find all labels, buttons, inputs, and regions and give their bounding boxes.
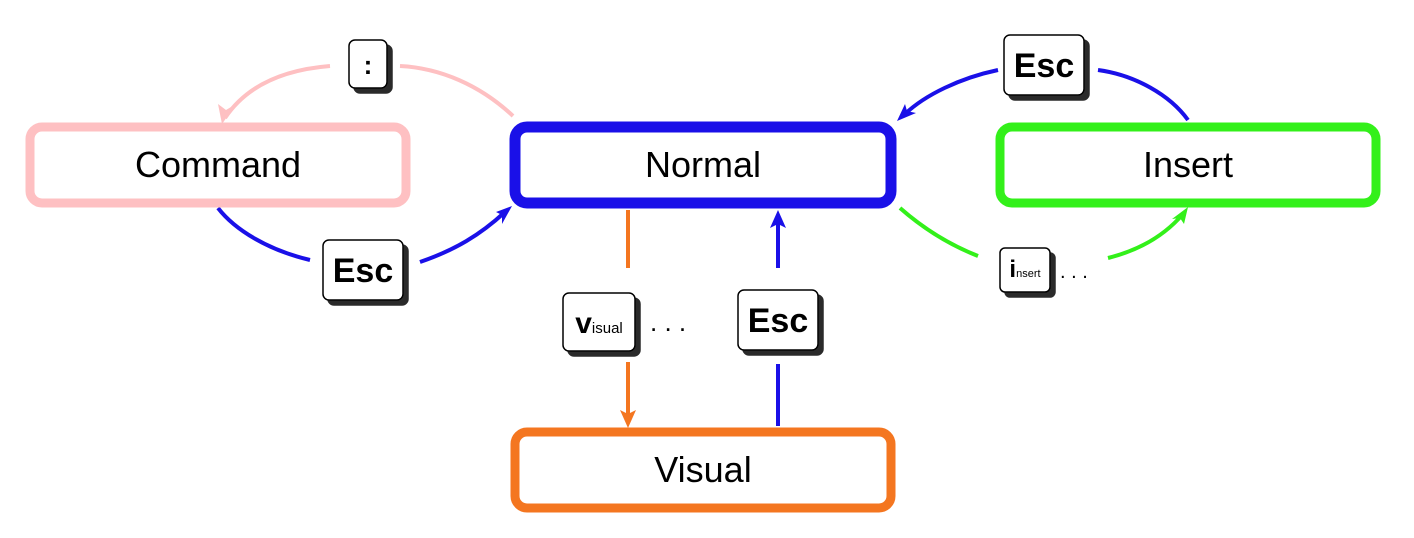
key-insert-label: insert (1009, 256, 1040, 283)
arrowhead-insert (1172, 207, 1188, 224)
key-insert: insert (999, 247, 1051, 293)
key-esc-command: Esc (322, 239, 404, 301)
edge-normal-to-command-tail (223, 64, 331, 120)
edge-insert-to-normal-head (903, 68, 999, 116)
state-visual-box (510, 427, 896, 513)
arrowhead-normal-from-command (496, 206, 512, 224)
key-esc-command-label: Esc (333, 252, 394, 290)
arrowhead-visual (620, 410, 636, 428)
key-colon-cap (348, 39, 388, 89)
key-colon-label: : (364, 50, 373, 80)
edge-command-to-normal-head (216, 206, 311, 262)
state-normal: Normal (509, 121, 897, 209)
state-insert-label: Insert (1143, 144, 1233, 185)
key-visual-cap (562, 292, 636, 352)
edge-command-to-normal-tail (419, 210, 507, 264)
key-visual-sub: isual (592, 320, 623, 337)
state-visual-label: Visual (654, 449, 751, 490)
key-insert-cap (999, 247, 1051, 293)
edge-normal-to-command (399, 64, 515, 118)
key-insert-main: i (1009, 256, 1016, 283)
key-visual-label: visual (575, 307, 623, 340)
key-esc-insert-label: Esc (1014, 47, 1075, 85)
key-esc-visual-cap (737, 289, 819, 351)
visual-dots: . . . (650, 307, 686, 337)
state-command: Command (25, 122, 411, 208)
insert-dots: . . . (1060, 261, 1088, 283)
arrowhead-command (218, 104, 236, 124)
edge-insert-to-normal-tail (1097, 68, 1190, 122)
state-normal-box (509, 121, 897, 209)
key-colon: : (348, 39, 388, 89)
key-visual: visual (562, 292, 636, 352)
key-esc-visual: Esc (737, 289, 819, 351)
key-esc-insert: Esc (1003, 34, 1085, 96)
state-command-label: Command (135, 144, 301, 185)
key-visual-main: v (575, 307, 592, 340)
key-esc-insert-cap (1003, 34, 1085, 96)
key-esc-visual-label: Esc (748, 302, 809, 340)
edge-normal-to-insert-tail (898, 206, 979, 258)
state-normal-label: Normal (645, 144, 761, 185)
key-esc-command-cap (322, 239, 404, 301)
state-insert-box (995, 122, 1381, 208)
state-command-box (25, 122, 411, 208)
key-insert-sub: nsert (1016, 268, 1040, 280)
state-insert: Insert (995, 122, 1381, 208)
state-visual: Visual (510, 427, 896, 513)
arrowhead-normal-from-insert (897, 104, 916, 121)
arrowhead-normal-from-visual (770, 210, 786, 228)
edge-normal-to-insert-head (1107, 212, 1185, 260)
